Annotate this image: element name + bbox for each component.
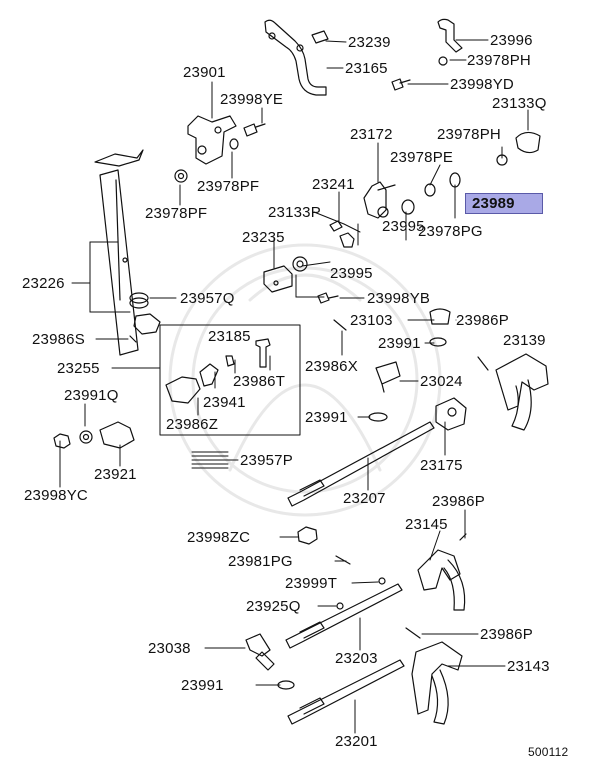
diagram-reference-code: 500112 <box>528 745 569 759</box>
part-label-23978PG[interactable]: 23978PG <box>418 223 483 240</box>
part-label-23986T[interactable]: 23986T <box>233 373 286 390</box>
part-label-23995-b[interactable]: 23995 <box>330 265 373 282</box>
part-label-23998YD[interactable]: 23998YD <box>450 76 514 93</box>
part-label-23986Z[interactable]: 23986Z <box>166 416 219 433</box>
part-label-23986P-b[interactable]: 23986P <box>432 493 485 510</box>
part-label-23978PH-top[interactable]: 23978PH <box>467 52 531 69</box>
part-label-23165[interactable]: 23165 <box>345 60 388 77</box>
part-label-23981PG[interactable]: 23981PG <box>228 553 293 570</box>
part-label-23133P[interactable]: 23133P <box>268 204 321 221</box>
part-label-23991-b[interactable]: 23991 <box>305 409 348 426</box>
watermark <box>168 243 442 517</box>
part-label-23024[interactable]: 23024 <box>420 373 463 390</box>
part-label-23207[interactable]: 23207 <box>343 490 386 507</box>
part-label-23925Q[interactable]: 23925Q <box>246 598 301 615</box>
part-label-23998YB[interactable]: 23998YB <box>367 290 431 307</box>
part-label-23957P[interactable]: 23957P <box>240 452 293 469</box>
part-label-23957Q[interactable]: 23957Q <box>180 290 235 307</box>
leader-lines <box>59 39 529 734</box>
part-label-23999T[interactable]: 23999T <box>285 575 338 592</box>
part-label-23185[interactable]: 23185 <box>208 328 251 345</box>
part-label-23133Q[interactable]: 23133Q <box>492 95 547 112</box>
part-label-23921[interactable]: 23921 <box>94 466 137 483</box>
part-label-23226[interactable]: 23226 <box>22 275 65 292</box>
part-label-23145[interactable]: 23145 <box>405 516 448 533</box>
part-label-23986P-a[interactable]: 23986P <box>456 312 509 329</box>
part-label-23995-a[interactable]: 23995 <box>382 218 425 235</box>
parts <box>53 18 549 725</box>
part-label-23172[interactable]: 23172 <box>350 126 393 143</box>
part-label-23978PE[interactable]: 23978PE <box>390 149 454 166</box>
part-label-23986P-c[interactable]: 23986P <box>480 626 533 643</box>
part-label-23175[interactable]: 23175 <box>420 457 463 474</box>
part-label-23996[interactable]: 23996 <box>490 32 533 49</box>
part-label-23978PF-a[interactable]: 23978PF <box>197 178 260 195</box>
part-label-23986S[interactable]: 23986S <box>32 331 85 348</box>
part-label-23986X[interactable]: 23986X <box>305 358 358 375</box>
part-label-23255[interactable]: 23255 <box>57 360 100 377</box>
part-label-23139[interactable]: 23139 <box>503 332 546 349</box>
part-label-23991Q[interactable]: 23991Q <box>64 387 119 404</box>
part-label-23201[interactable]: 23201 <box>335 733 378 750</box>
part-label-23103[interactable]: 23103 <box>350 312 393 329</box>
part-label-23038[interactable]: 23038 <box>148 640 191 657</box>
part-label-23998YE[interactable]: 23998YE <box>220 91 284 108</box>
part-label-23901[interactable]: 23901 <box>183 64 226 81</box>
part-label-23998ZC[interactable]: 23998ZC <box>187 529 251 546</box>
part-label-23991-a[interactable]: 23991 <box>378 335 421 352</box>
part-label-23989-highlighted[interactable]: 23989 <box>465 193 543 214</box>
part-label-23235[interactable]: 23235 <box>242 229 285 246</box>
part-label-23203[interactable]: 23203 <box>335 650 378 667</box>
part-label-23941[interactable]: 23941 <box>203 394 246 411</box>
part-label-23143[interactable]: 23143 <box>507 658 550 675</box>
part-label-23991-c[interactable]: 23991 <box>181 677 224 694</box>
part-label-23978PF-b[interactable]: 23978PF <box>145 205 208 222</box>
part-label-23239[interactable]: 23239 <box>348 34 391 51</box>
part-label-23241[interactable]: 23241 <box>312 176 355 193</box>
part-label-23978PH[interactable]: 23978PH <box>437 126 501 143</box>
part-label-23998YC[interactable]: 23998YC <box>24 487 88 504</box>
